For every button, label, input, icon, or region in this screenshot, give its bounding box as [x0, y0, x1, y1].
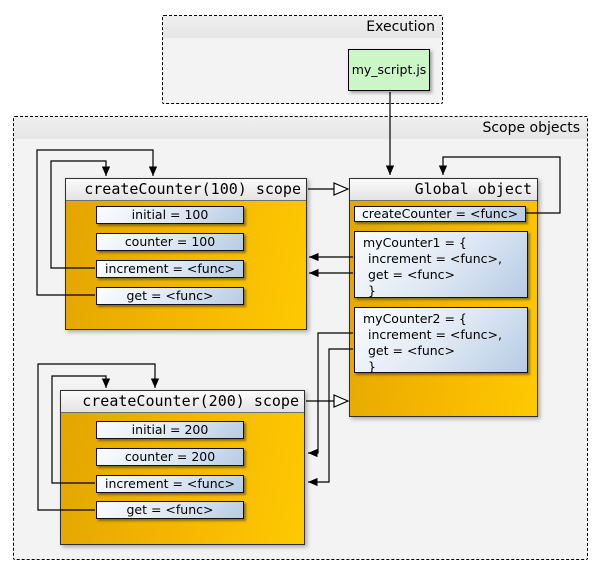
var-entry-get-200: get = <func>: [96, 501, 244, 519]
var-entry-counter-100: counter = 100: [96, 233, 244, 251]
var-entry-my-counter1: myCounter1 = { increment = <func>, get =…: [354, 231, 528, 298]
var-entry-get-100: get = <func>: [96, 287, 244, 305]
var-entry-create-counter: createCounter = <func>: [354, 206, 526, 222]
execution-container-title: Execution: [163, 16, 442, 38]
var-entry-increment-200: increment = <func>: [96, 475, 244, 493]
my-counter2-line2: increment = <func>,: [368, 327, 502, 342]
scope-box-global-title: Global object: [350, 179, 537, 201]
var-entry-initial-100: initial = 100: [96, 206, 244, 224]
var-entry-counter-200: counter = 200: [96, 448, 244, 466]
scope-box-global: Global object createCounter = <func> myC…: [349, 178, 538, 417]
my-counter2-line3: get = <func>: [368, 343, 456, 358]
scope-box-counter200-title: createCounter(200) scope: [61, 391, 304, 413]
scope-box-counter100-title: createCounter(100) scope: [66, 179, 306, 201]
scope-box-counter100: createCounter(100) scope initial = 100 c…: [65, 178, 307, 330]
my-counter1-line1: myCounter1 = {: [363, 235, 467, 250]
scope-objects-container-title: Scope objects: [14, 117, 587, 139]
var-entry-my-counter2: myCounter2 = { increment = <func>, get =…: [354, 307, 528, 374]
my-script-node: my_script.js: [348, 49, 430, 91]
scope-box-counter200: createCounter(200) scope initial = 200 c…: [60, 390, 305, 545]
my-counter1-line3: get = <func>: [368, 267, 456, 282]
my-counter2-line1: myCounter2 = {: [363, 311, 467, 326]
my-counter2-line4: }: [368, 359, 376, 374]
var-entry-initial-200: initial = 200: [96, 421, 244, 439]
var-entry-increment-100: increment = <func>: [96, 260, 244, 278]
my-counter1-line2: increment = <func>,: [368, 251, 502, 266]
my-counter1-line4: }: [368, 283, 376, 298]
